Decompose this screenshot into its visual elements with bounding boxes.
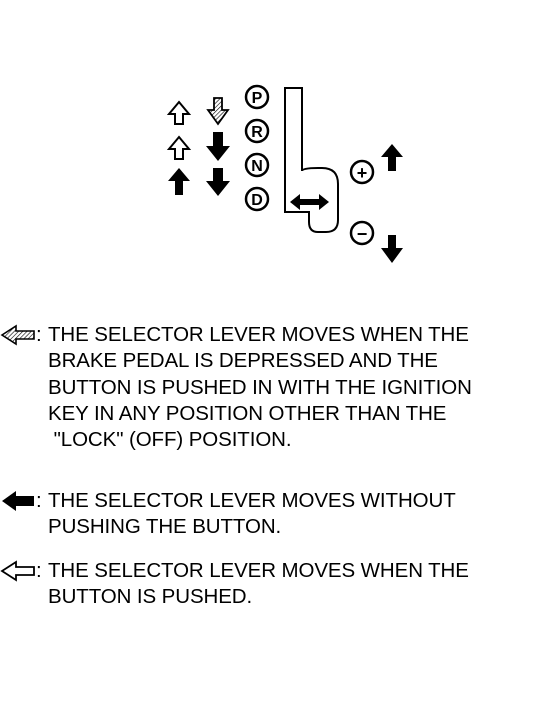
solid-down-arrow-icon <box>206 168 230 196</box>
legend-colon: : <box>36 323 42 346</box>
plus-icon: + <box>349 159 375 185</box>
solid-down-arrow-icon <box>206 132 230 161</box>
legend-line: PUSHING THE BUTTON. <box>48 515 282 539</box>
solid-up-arrow-icon <box>381 144 403 171</box>
legend-line: THE SELECTOR LEVER MOVES WHEN THE <box>48 559 469 582</box>
legend-text: THE SELECTOR LEVER MOVES WHEN THE BUTTON… <box>48 558 538 611</box>
legend-line: THE SELECTOR LEVER MOVES WHEN THE <box>48 323 469 346</box>
hatched-down-arrow-icon <box>206 97 230 126</box>
plus-symbol: + <box>357 163 368 183</box>
legend-colon: : <box>36 559 42 582</box>
legend-line: BRAKE PEDAL IS DEPRESSED AND THE <box>48 349 438 373</box>
solid-up-arrow-icon <box>168 168 190 195</box>
gate-n-icon: N <box>244 152 270 178</box>
outline-up-arrow-icon <box>166 100 192 125</box>
gate-d-icon: D <box>244 186 270 212</box>
minus-icon: − <box>349 220 375 246</box>
legend-line: BUTTON IS PUSHED. <box>48 585 253 609</box>
shift-gate-slot <box>284 87 339 233</box>
double-arrow-icon <box>290 194 329 210</box>
gate-d-label: D <box>251 192 263 209</box>
solid-down-arrow-icon <box>381 235 403 263</box>
legend-colon: : <box>36 489 42 512</box>
outline-left-arrow-icon <box>0 560 35 582</box>
outline-up-arrow-icon <box>166 135 192 160</box>
gate-p-label: P <box>252 90 263 107</box>
hatched-left-arrow-icon <box>0 324 35 346</box>
legend-line: KEY IN ANY POSITION OTHER THAN THE <box>48 401 447 425</box>
gate-n-label: N <box>251 158 263 175</box>
shift-pattern-diagram: P R N D + − <box>166 84 403 263</box>
gate-p-icon: P <box>244 84 270 110</box>
legend-line: THE SELECTOR LEVER MOVES WITHOUT <box>48 489 456 512</box>
legend-line: BUTTON IS PUSHED IN WITH THE IGNITION <box>48 375 472 399</box>
legend-text: THE SELECTOR LEVER MOVES WITHOUT PUSHING… <box>48 488 538 541</box>
minus-symbol: − <box>357 224 368 244</box>
legend-line: "LOCK" (OFF) POSITION. <box>48 428 292 452</box>
gate-r-label: R <box>251 124 263 141</box>
solid-left-arrow-icon <box>2 491 34 511</box>
legend-text: THE SELECTOR LEVER MOVES WHEN THE BRAKE … <box>48 322 538 453</box>
gate-r-icon: R <box>244 118 270 144</box>
